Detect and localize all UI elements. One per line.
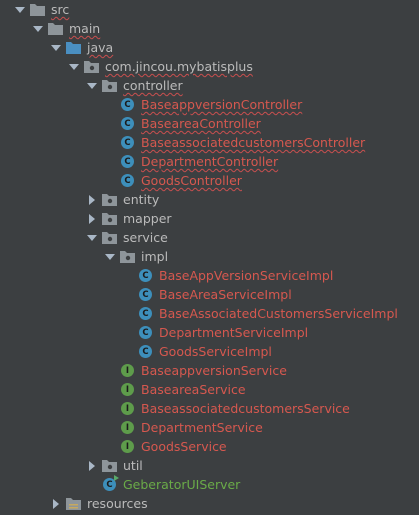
class-item[interactable]: C BaseareaController	[0, 114, 419, 133]
class-icon: C	[120, 97, 135, 112]
class-item[interactable]: C GoodsController	[0, 171, 419, 190]
class-item-label: GoodsController	[141, 173, 242, 188]
interface-item[interactable]: I GoodsService	[0, 437, 419, 456]
package-icon	[102, 78, 117, 93]
class-icon: C	[138, 325, 153, 340]
interface-item-label: GoodsService	[141, 439, 227, 454]
chevron-down-icon[interactable]	[50, 38, 62, 57]
interface-item-label: DepartmentService	[141, 420, 263, 435]
class-item-label: BaseAppVersionServiceImpl	[159, 268, 334, 283]
tree-node-java[interactable]: java	[0, 38, 419, 57]
tree-node-src[interactable]: src	[0, 0, 419, 19]
tree-node-label: mapper	[123, 211, 172, 226]
interface-item-label: BaseareaService	[141, 382, 246, 397]
tree-node-label: main	[69, 21, 101, 36]
tree-node-impl[interactable]: impl	[0, 247, 419, 266]
class-icon: C	[120, 116, 135, 131]
interface-item[interactable]: I DepartmentService	[0, 418, 419, 437]
runnable-class-icon: C	[102, 475, 119, 492]
class-item[interactable]: C BaseassociatedcustomersController	[0, 133, 419, 152]
folder-icon	[30, 2, 45, 17]
source-folder-icon	[66, 40, 81, 55]
tree-node-mapper[interactable]: mapper	[0, 209, 419, 228]
resources-folder-icon	[66, 496, 81, 511]
class-item[interactable]: C DepartmentServiceImpl	[0, 323, 419, 342]
interface-icon: I	[120, 382, 135, 397]
chevron-right-icon[interactable]	[50, 494, 62, 513]
interface-icon: I	[120, 439, 135, 454]
interface-icon: I	[120, 363, 135, 378]
main-class-label: GeberatorUIServer	[123, 477, 241, 492]
class-icon: C	[138, 268, 153, 283]
tree-node-util[interactable]: util	[0, 456, 419, 475]
tree-node-label: resources	[87, 496, 148, 511]
tree-node-package[interactable]: com.jincou.mybatisplus	[0, 57, 419, 76]
class-icon: C	[138, 344, 153, 359]
class-item[interactable]: C BaseAreaServiceImpl	[0, 285, 419, 304]
class-item-label: BaseAreaServiceImpl	[159, 287, 292, 302]
interface-item[interactable]: I BaseareaService	[0, 380, 419, 399]
class-item-label: DepartmentServiceImpl	[159, 325, 309, 340]
class-item[interactable]: C BaseAssociatedCustomersServiceImpl	[0, 304, 419, 323]
class-icon: C	[120, 154, 135, 169]
class-item[interactable]: C DepartmentController	[0, 152, 419, 171]
class-item[interactable]: C BaseappversionController	[0, 95, 419, 114]
interface-item[interactable]: I BaseassociatedcustomersService	[0, 399, 419, 418]
package-icon	[102, 211, 117, 226]
package-icon	[102, 458, 117, 473]
class-item-label: BaseappversionController	[141, 97, 303, 112]
tree-node-label: controller	[123, 78, 183, 93]
chevron-down-icon[interactable]	[104, 247, 116, 266]
folder-icon	[48, 21, 63, 36]
chevron-right-icon[interactable]	[86, 190, 98, 209]
interface-icon: I	[120, 420, 135, 435]
interface-item-label: BaseassociatedcustomersService	[141, 401, 350, 416]
class-item-label: BaseAssociatedCustomersServiceImpl	[159, 306, 398, 321]
package-icon	[102, 192, 117, 207]
interface-icon: I	[120, 401, 135, 416]
chevron-down-icon[interactable]	[14, 0, 26, 19]
package-icon	[84, 59, 99, 74]
class-icon: C	[138, 287, 153, 302]
tree-node-label: entity	[123, 192, 160, 207]
main-class-item[interactable]: C GeberatorUIServer	[0, 475, 419, 494]
class-item-label: BaseareaController	[141, 116, 261, 131]
tree-node-label: impl	[141, 249, 169, 264]
class-item-label: GoodsServiceImpl	[159, 344, 272, 359]
tree-node-controller[interactable]: controller	[0, 76, 419, 95]
tree-node-label: util	[123, 458, 143, 473]
tree-node-resources[interactable]: resources	[0, 494, 419, 513]
tree-node-label: java	[87, 40, 114, 55]
chevron-down-icon[interactable]	[86, 76, 98, 95]
class-icon: C	[120, 135, 135, 150]
tree-node-entity[interactable]: entity	[0, 190, 419, 209]
chevron-down-icon[interactable]	[68, 57, 80, 76]
class-item-label: BaseassociatedcustomersController	[141, 135, 366, 150]
interface-item[interactable]: I BaseappversionService	[0, 361, 419, 380]
package-icon	[120, 249, 135, 264]
tree-node-label: service	[123, 230, 168, 245]
chevron-down-icon[interactable]	[32, 19, 44, 38]
tree-node-service[interactable]: service	[0, 228, 419, 247]
interface-item-label: BaseappversionService	[141, 363, 287, 378]
class-item[interactable]: C GoodsServiceImpl	[0, 342, 419, 361]
package-icon	[102, 230, 117, 245]
class-item-label: DepartmentController	[141, 154, 279, 169]
tree-node-main[interactable]: main	[0, 19, 419, 38]
chevron-right-icon[interactable]	[86, 209, 98, 228]
class-icon: C	[138, 306, 153, 321]
tree-node-label: src	[51, 2, 70, 17]
class-icon: C	[120, 173, 135, 188]
chevron-right-icon[interactable]	[86, 456, 98, 475]
chevron-down-icon[interactable]	[86, 228, 98, 247]
tree-node-label: com.jincou.mybatisplus	[105, 59, 253, 74]
class-item[interactable]: C BaseAppVersionServiceImpl	[0, 266, 419, 285]
